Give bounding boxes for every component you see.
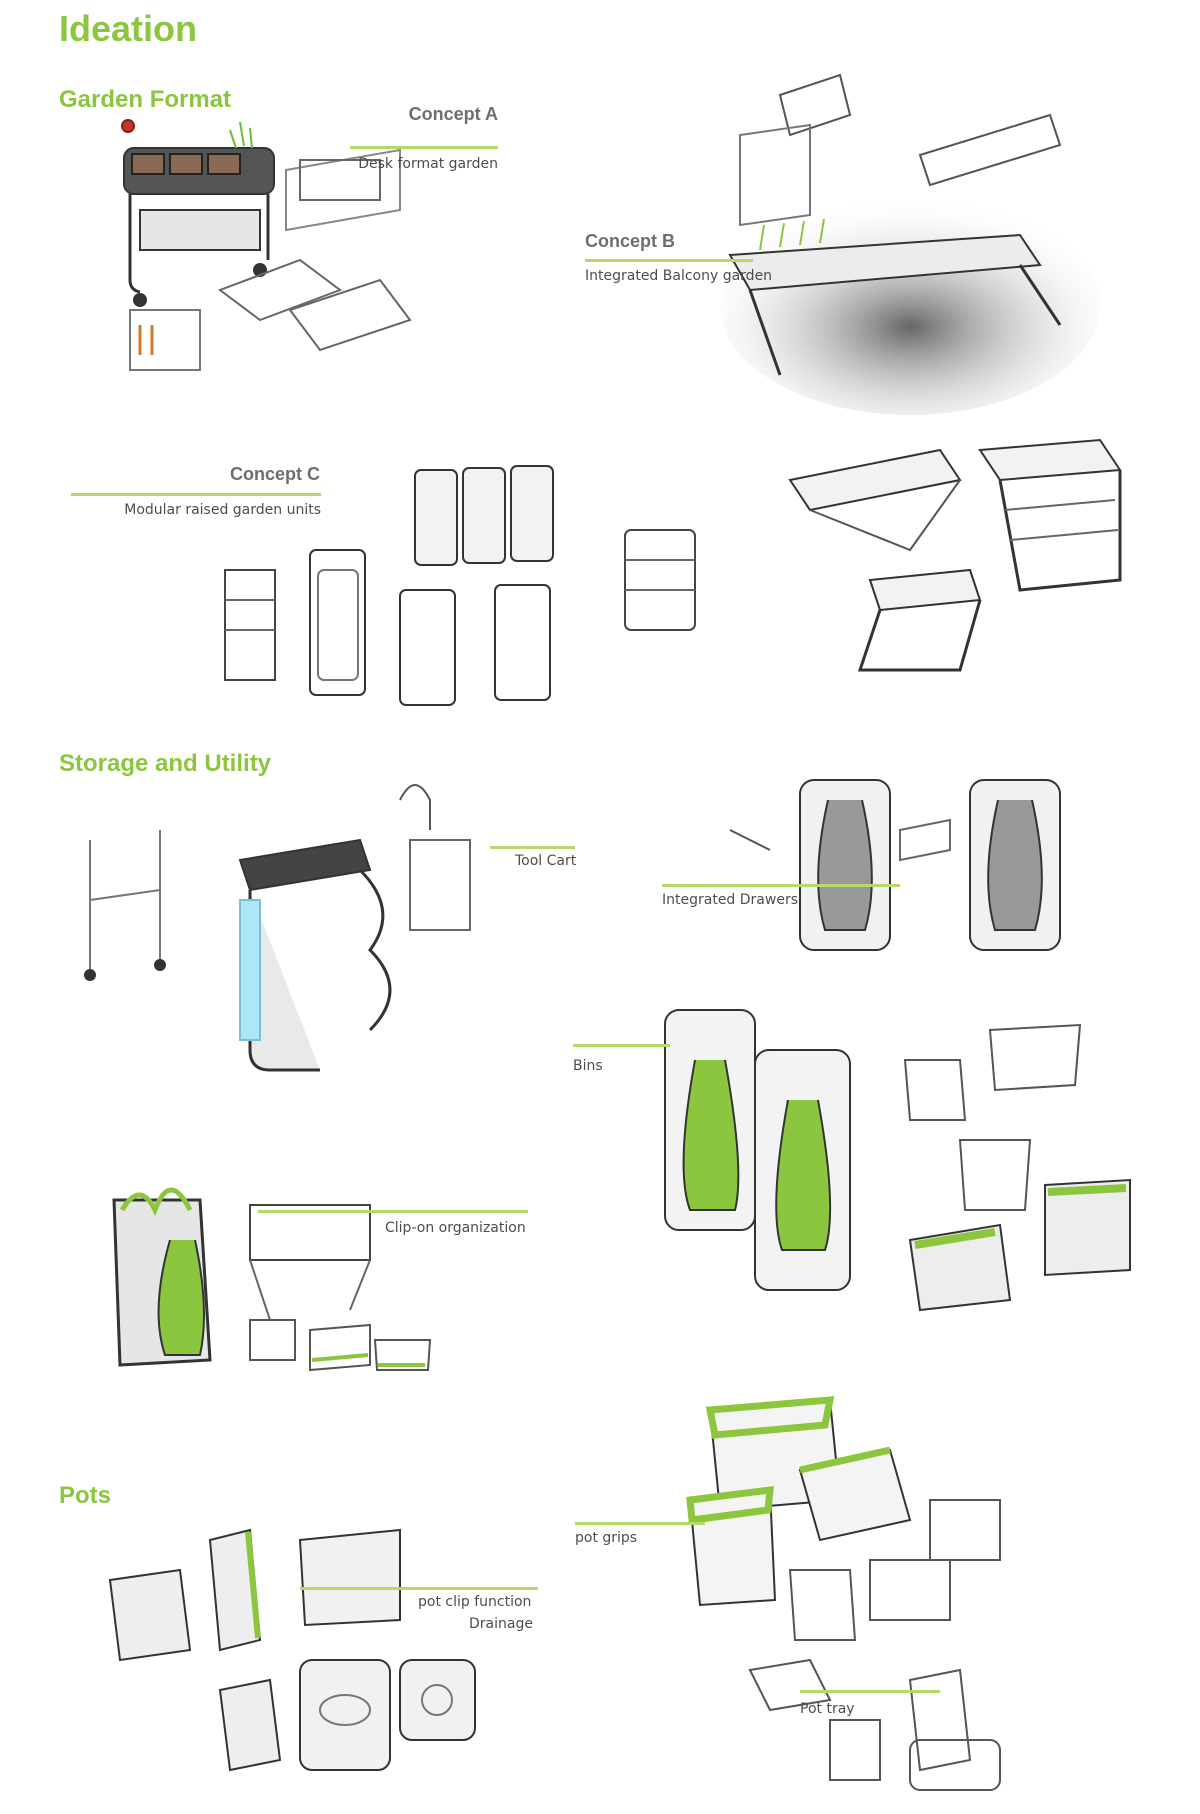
pot-clip-underline bbox=[300, 1587, 538, 1590]
concept-c-underline bbox=[71, 493, 321, 496]
pot-tray-underline bbox=[800, 1690, 940, 1693]
bins-sketches bbox=[660, 1000, 1140, 1312]
pot-grips-underline bbox=[575, 1522, 705, 1525]
integrated-drawers-sketches bbox=[650, 770, 1100, 960]
concept-a-underline bbox=[350, 146, 498, 149]
concept-a-title: Concept A bbox=[408, 104, 498, 124]
integrated-drawers-sketch bbox=[729, 779, 1061, 951]
drainage-label: Drainage bbox=[469, 1616, 533, 1632]
concept-b-underline bbox=[585, 259, 753, 262]
tool-cart-underline bbox=[490, 846, 575, 849]
integrated-drawers-label: Integrated Drawers bbox=[662, 892, 798, 908]
bins-label: Bins bbox=[573, 1058, 603, 1074]
concept-a-sketches bbox=[110, 110, 510, 410]
desk-garden-sketch bbox=[121, 119, 412, 371]
pot-grips-sketches bbox=[660, 1380, 1140, 1800]
tool-cart-sketch bbox=[84, 784, 471, 1072]
concept-b-sketches bbox=[720, 73, 1150, 415]
pot-grips-sketch bbox=[686, 1396, 1001, 1791]
clip-on-sketch bbox=[112, 1187, 432, 1372]
bins-sketch bbox=[664, 1009, 1131, 1312]
tool-cart-label: Tool Cart bbox=[515, 853, 577, 869]
pot-tray-label: Pot tray bbox=[800, 1701, 855, 1717]
concept-a-caption: Desk format garden bbox=[358, 156, 498, 172]
pot-clip-label: pot clip function bbox=[418, 1594, 532, 1610]
pot-clip-sketches bbox=[70, 1510, 540, 1800]
section-heading-pots: Pots bbox=[59, 1482, 112, 1509]
modular-units-sketch bbox=[224, 465, 696, 706]
raised-bed-sketches bbox=[760, 420, 1160, 700]
clip-on-underline bbox=[258, 1210, 528, 1213]
pot-clip-sketch bbox=[108, 1528, 476, 1772]
concept-b-title: Concept B bbox=[585, 231, 675, 251]
section-heading-garden-format: Garden Format bbox=[59, 86, 232, 113]
bins-underline bbox=[573, 1044, 670, 1047]
tool-cart-sketches bbox=[70, 780, 520, 1110]
balcony-garden-sketch bbox=[720, 73, 1100, 415]
pot-grips-label: pot grips bbox=[575, 1530, 638, 1546]
concept-c-title: Concept C bbox=[230, 464, 320, 484]
clip-on-label: Clip-on organization bbox=[385, 1220, 526, 1236]
page-title: Ideation bbox=[59, 8, 198, 49]
clip-on-sketches bbox=[100, 1160, 530, 1390]
concept-b-caption: Integrated Balcony garden bbox=[585, 268, 773, 284]
raised-bed-sketch bbox=[788, 438, 1122, 672]
section-heading-storage: Storage and Utility bbox=[59, 750, 272, 777]
concept-c-sketches bbox=[215, 420, 735, 720]
concept-c-caption: Modular raised garden units bbox=[124, 502, 321, 518]
integrated-drawers-underline bbox=[662, 884, 900, 887]
